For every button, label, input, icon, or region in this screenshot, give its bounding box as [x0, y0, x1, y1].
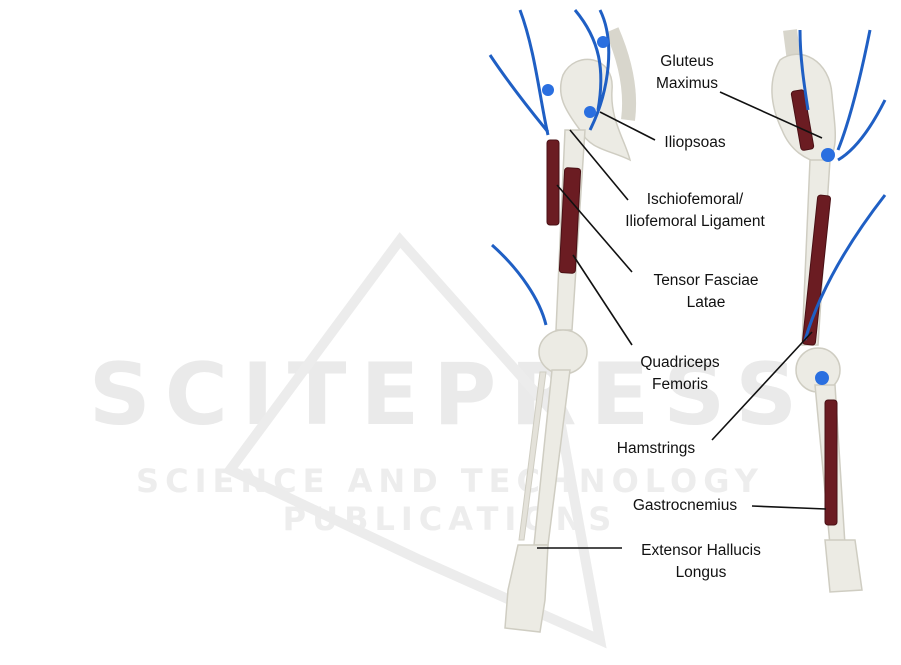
rear-connector-2	[815, 371, 829, 385]
leader-quadriceps	[573, 255, 632, 345]
rear-foot	[825, 540, 862, 592]
label-iliopsoas: Iliopsoas	[655, 132, 735, 154]
front-tube-5	[492, 245, 546, 325]
front-muscle-tfl	[547, 140, 559, 225]
front-spine	[612, 30, 629, 120]
front-foot	[505, 545, 548, 632]
leader-gastrocnemius	[752, 506, 826, 509]
label-extensor-hallucis-longus: Extensor Hallucis Longus	[626, 540, 776, 584]
label-tensor-fasciae-latae: Tensor Fasciae Latae	[636, 270, 776, 314]
label-gastrocnemius: Gastrocnemius	[620, 495, 750, 517]
front-connector-1	[542, 84, 554, 96]
rear-connector-1	[821, 148, 835, 162]
front-knee	[539, 330, 587, 374]
label-quadriceps-femoris: Quadriceps Femoris	[628, 352, 732, 396]
label-ischiofemoral: Ischiofemoral/ Iliofemoral Ligament	[600, 189, 790, 233]
front-connector-3	[597, 36, 609, 48]
front-view-skeleton	[490, 10, 630, 632]
rear-muscle-gastrocnemius	[825, 400, 837, 525]
front-connector-2	[584, 106, 596, 118]
label-hamstrings: Hamstrings	[606, 438, 706, 460]
label-gluteus-maximus: Gluteus Maximus	[640, 51, 734, 95]
